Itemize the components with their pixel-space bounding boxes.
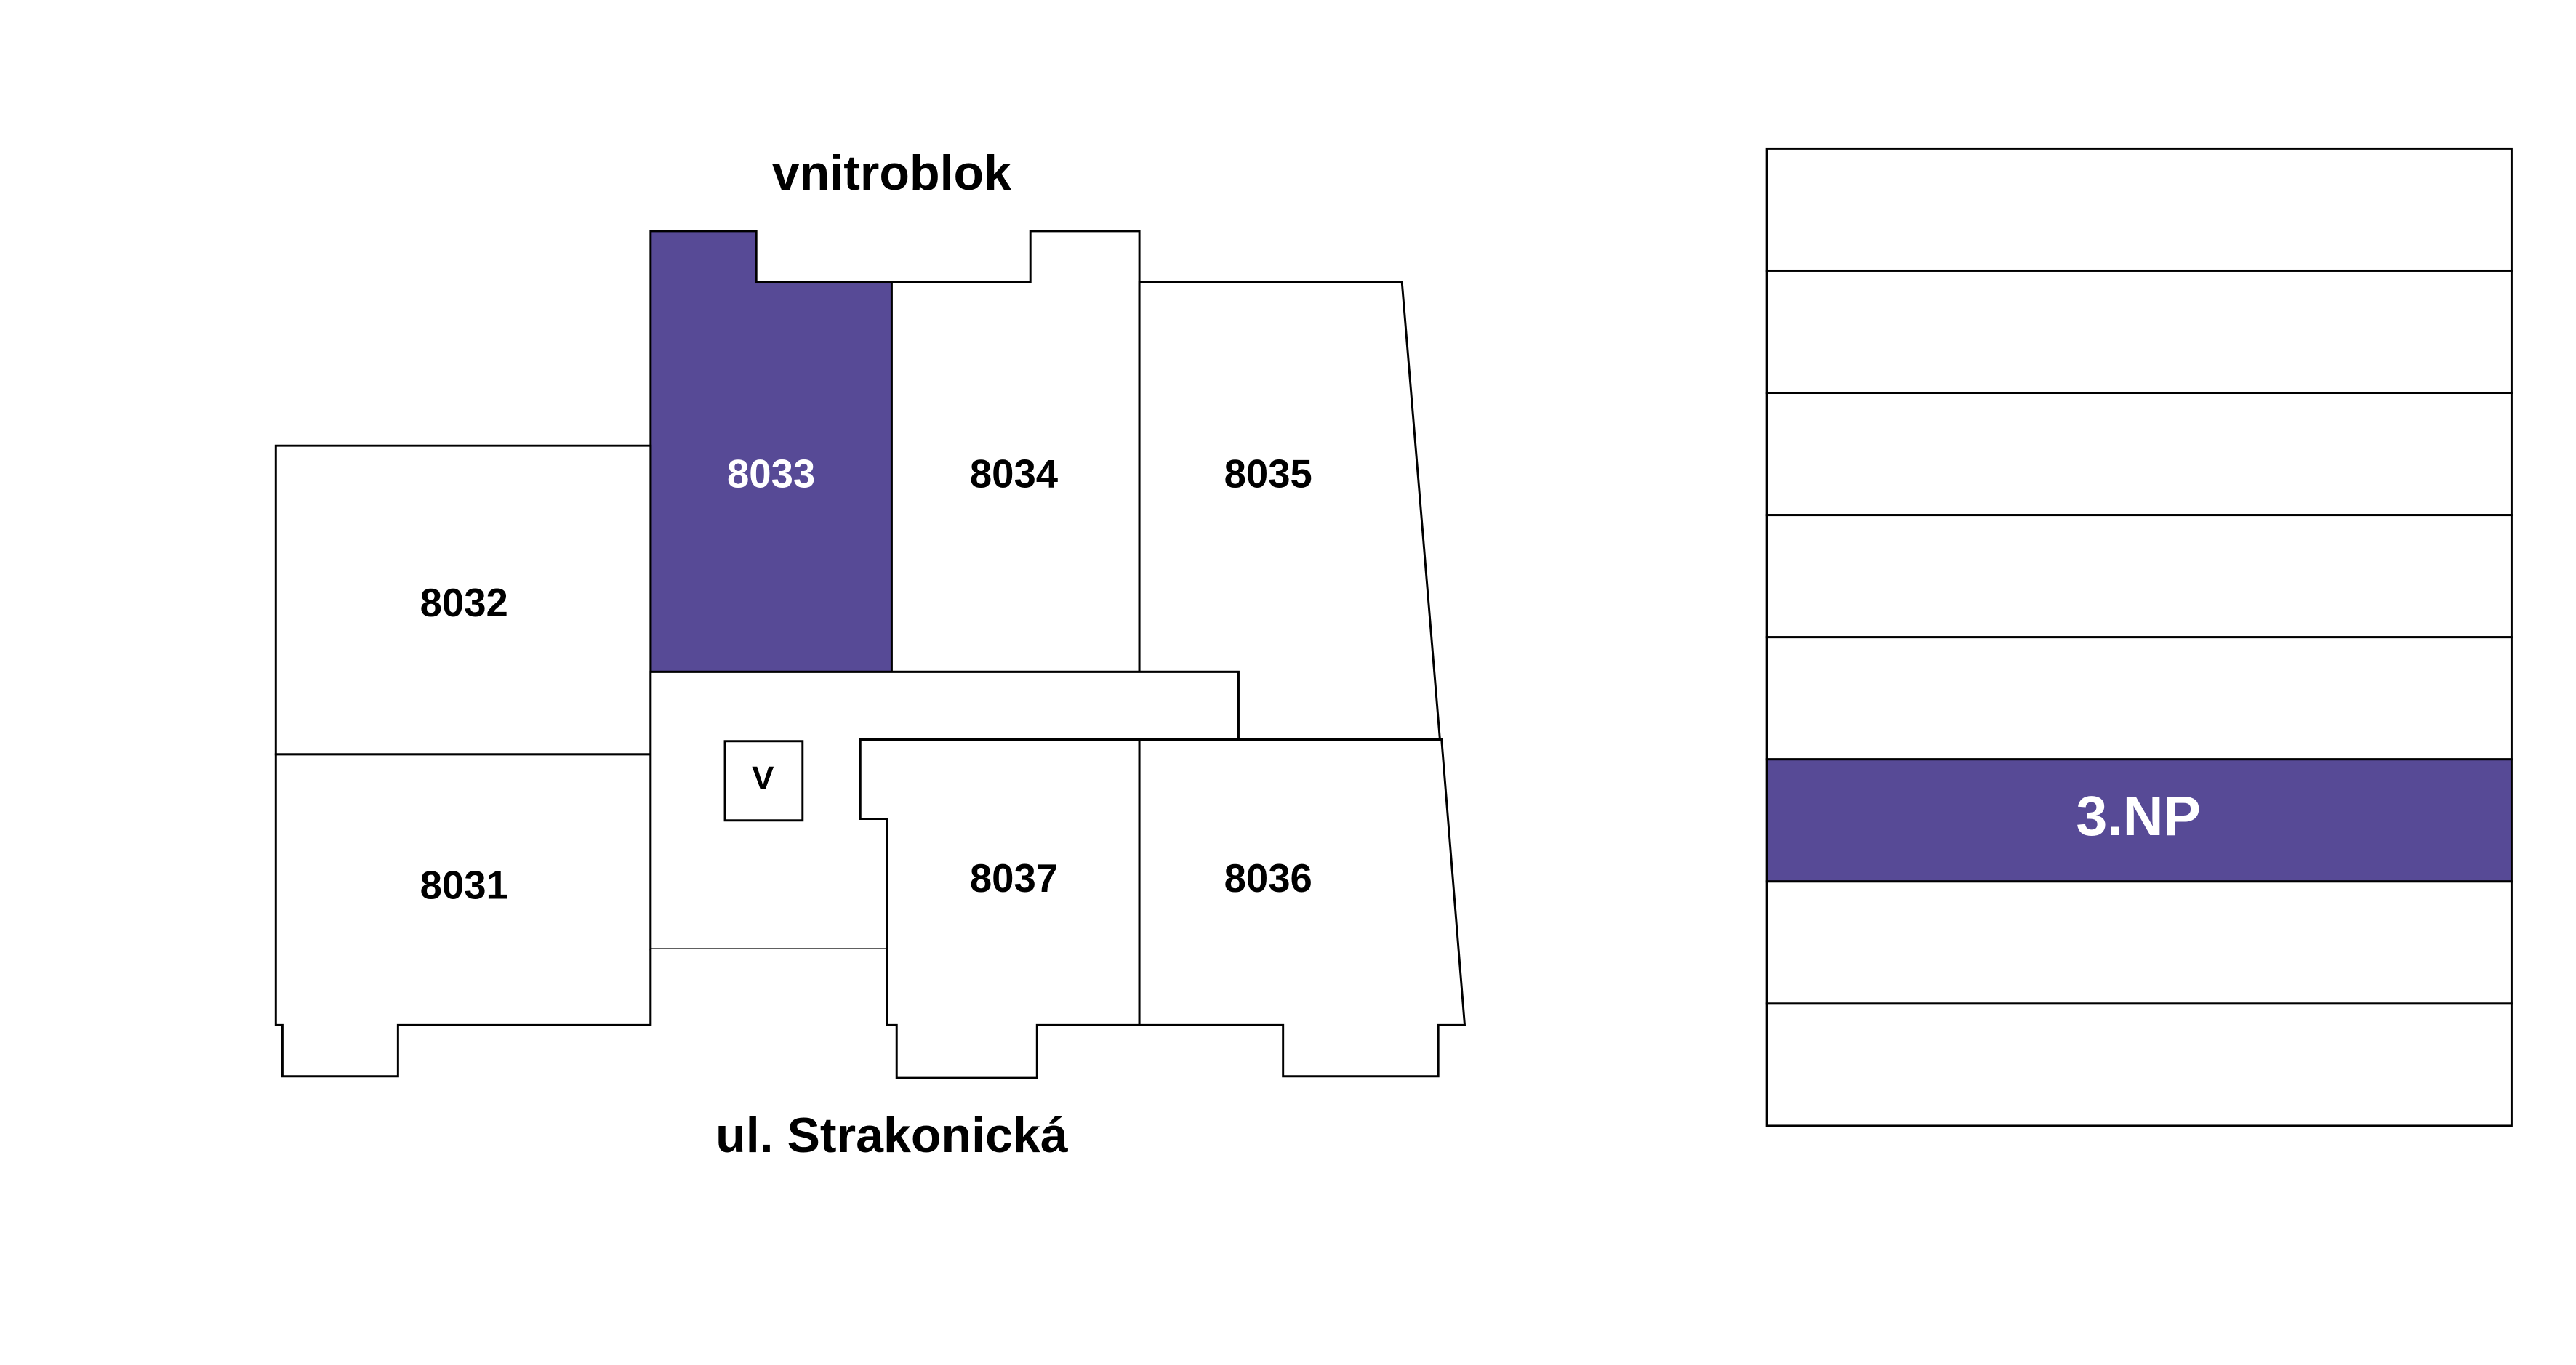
unit-8034[interactable]: 8034 <box>890 230 1141 673</box>
unit-label: 8031 <box>420 863 508 907</box>
elevator: V <box>723 740 804 822</box>
unit-label: 8037 <box>970 856 1058 901</box>
floor-selector: 3.NP <box>1765 147 2513 1127</box>
selected-floor-label: 3.NP <box>2076 785 2201 847</box>
floor-row[interactable] <box>1765 514 2513 639</box>
floor-row[interactable] <box>1765 147 2513 272</box>
unit-8037[interactable]: 8037 <box>859 738 1141 1079</box>
floor-row[interactable] <box>1765 269 2513 395</box>
unit-8031[interactable]: 8031 <box>274 753 652 1078</box>
unit-label: 8036 <box>1224 856 1312 901</box>
unit-8036[interactable]: 8036 <box>1138 738 1466 1078</box>
unit-label: 8034 <box>970 452 1059 496</box>
floor-row[interactable] <box>1765 636 2513 761</box>
unit-8032[interactable]: 8032 <box>274 444 652 756</box>
elevator-label: V <box>752 760 774 797</box>
unit-8033[interactable]: 8033 <box>649 230 893 673</box>
courtyard-label: vnitroblok <box>772 145 1011 201</box>
unit-label: 8032 <box>420 581 508 625</box>
street-label: ul. Strakonická <box>715 1108 1069 1163</box>
floor-row[interactable] <box>1765 880 2513 1005</box>
floor-row[interactable] <box>1765 392 2513 517</box>
unit-label: 8035 <box>1224 452 1312 496</box>
floor-row[interactable] <box>1765 1002 2513 1127</box>
floor-row-selected[interactable] <box>1765 758 2513 883</box>
unit-label: 8033 <box>727 452 815 496</box>
unit-8035[interactable]: 8035 <box>1138 281 1442 741</box>
